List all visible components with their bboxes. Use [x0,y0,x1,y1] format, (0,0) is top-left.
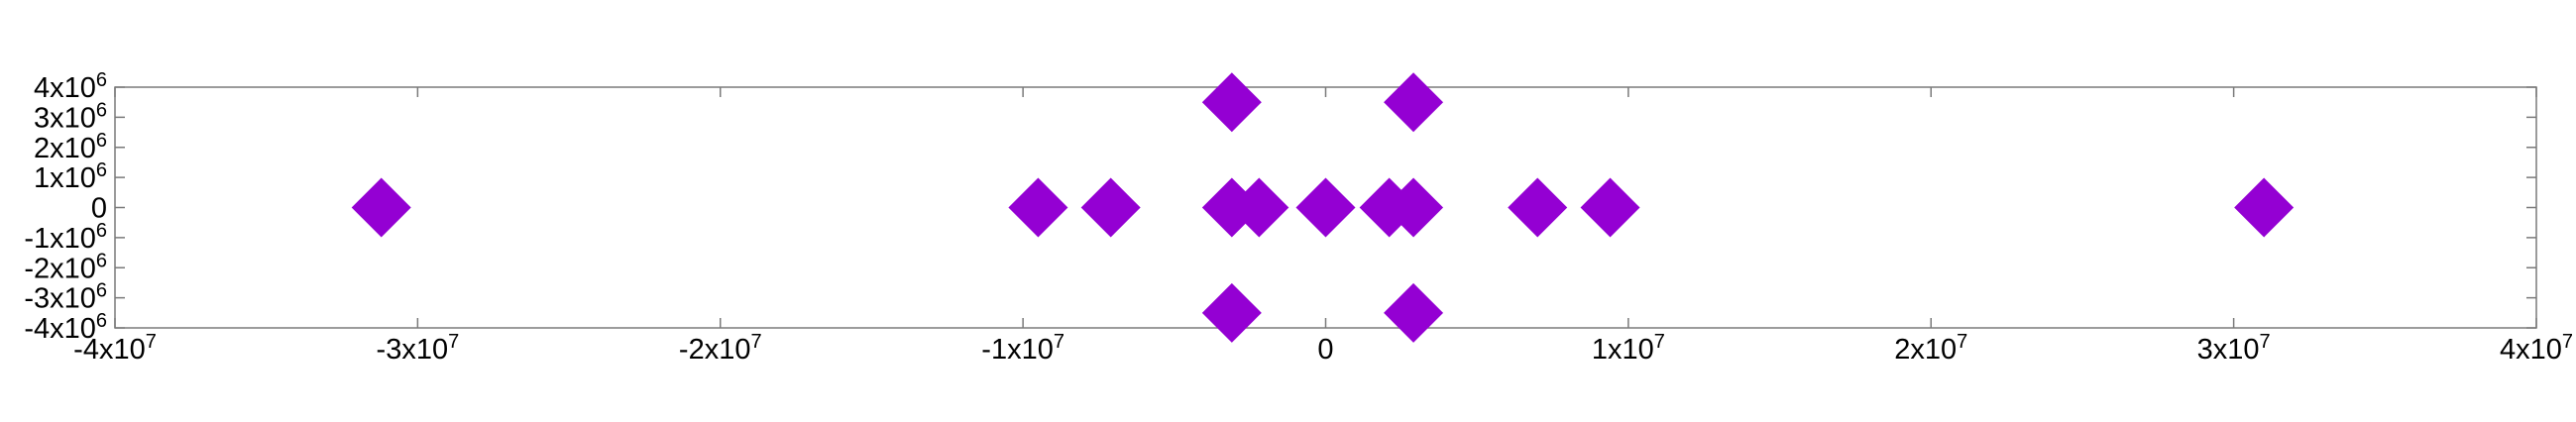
data-point [1080,177,1141,238]
x-tick-label: 3x107 [2197,331,2271,366]
x-tick-label: 0 [1317,334,1333,366]
x-tick-label: -2x107 [679,331,762,366]
y-tick-label: -3x106 [24,280,107,315]
x-tick-label: 2x107 [1894,331,1967,366]
data-point [2234,177,2295,238]
data-point [1580,177,1640,238]
data-point [1229,177,1289,238]
y-tick-label: -1x106 [24,220,107,255]
y-tick-label: -4x106 [24,310,107,345]
x-tick-label: -4x107 [73,331,157,366]
data-point [1384,177,1444,238]
x-tick-label: 1x107 [1592,331,1665,366]
data-point [1508,177,1568,238]
y-axis: 4x1063x1062x1061x1060-1x106-2x106-3x106-… [24,69,2536,345]
data-points [351,72,2295,343]
x-tick-label: 4x107 [2500,331,2573,366]
y-tick-label: 2x106 [34,130,107,164]
data-point [1008,177,1068,238]
y-tick-label: 1x106 [34,159,107,194]
y-tick-label: 3x106 [34,99,107,134]
x-tick-label: -1x107 [981,331,1064,366]
data-point [1201,72,1262,133]
data-point [1384,72,1444,133]
x-axis: -4x107 -3x107 -2x107 -1x107 0 1x107 2x107 3x107… [73,87,2573,366]
data-point [1201,282,1262,343]
y-tick-label: 4x106 [34,69,107,104]
data-point [351,177,411,238]
y-tick-label: 0 [91,193,107,225]
data-point [1384,282,1444,343]
y-tick-label: -2x106 [24,250,107,284]
x-tick-label: -3x107 [377,331,460,366]
data-point [1295,177,1356,238]
